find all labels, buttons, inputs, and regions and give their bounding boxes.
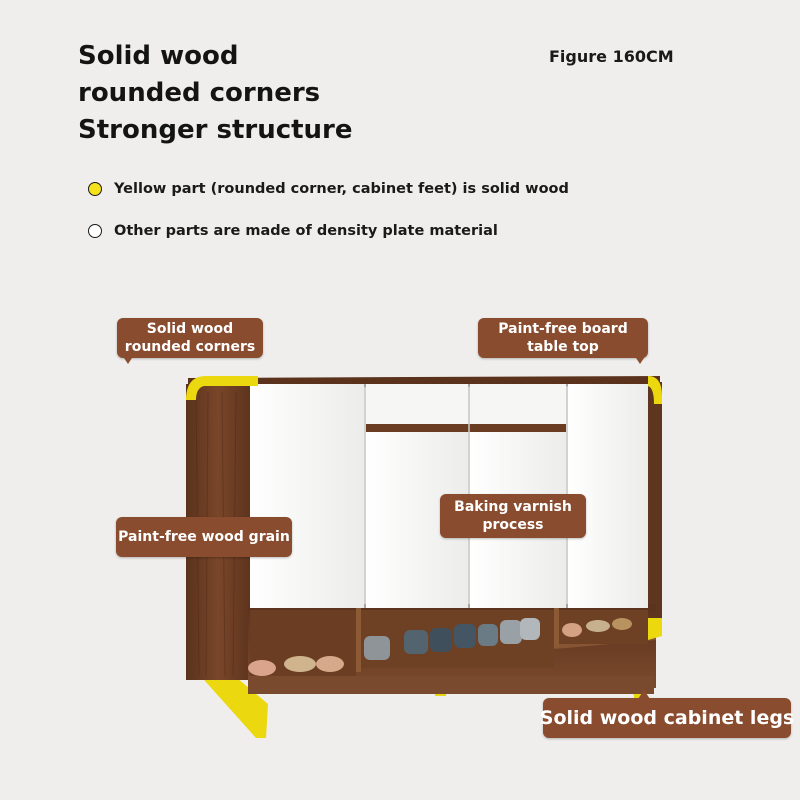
divider-2 xyxy=(554,608,559,648)
yellow-dot-icon xyxy=(88,182,102,196)
callout-pointer-corners xyxy=(122,355,134,364)
callout-table-top: Paint-free board table top xyxy=(478,318,648,358)
legend-text-solid-wood: Yellow part (rounded corner, cabinet fee… xyxy=(114,181,569,197)
callout-pointer-legs xyxy=(638,690,650,699)
door-panel-1 xyxy=(250,384,364,608)
headline-line-1: Solid wood xyxy=(78,41,239,71)
legend-item-density-plate: Other parts are made of density plate ma… xyxy=(88,220,569,242)
shoes xyxy=(248,618,632,676)
callout-table-top-line-2: table top xyxy=(527,339,599,355)
callout-cabinet-legs-line-1: Solid wood cabinet legs xyxy=(539,707,795,729)
callout-rounded-corners: Solid wood rounded corners xyxy=(117,318,263,358)
headline-line-2: rounded corners xyxy=(78,78,321,108)
callout-table-top-line-1: Paint-free board xyxy=(498,321,628,337)
front-leg-left xyxy=(188,662,268,738)
callout-baking-varnish-line-2: process xyxy=(482,517,544,533)
material-legend: Yellow part (rounded corner, cabinet fee… xyxy=(88,178,569,262)
legend-item-solid-wood: Yellow part (rounded corner, cabinet fee… xyxy=(88,178,569,200)
headline: Solid wood rounded corners Stronger stru… xyxy=(78,38,353,149)
callout-baking-varnish-line-1: Baking varnish xyxy=(454,499,572,515)
callout-rounded-corners-line-1: Solid wood xyxy=(146,321,234,337)
drawer-panel-2 xyxy=(470,384,566,424)
corner-top-left xyxy=(186,376,258,400)
white-dot-icon xyxy=(88,224,102,238)
figure-size-label: Figure 160CM xyxy=(549,47,674,66)
cabinet-bottom-board xyxy=(248,676,654,694)
legend-text-density-plate: Other parts are made of density plate ma… xyxy=(114,223,498,239)
callout-pointer-top xyxy=(634,355,646,364)
headline-line-3: Stronger structure xyxy=(78,115,353,145)
callout-wood-grain-line-1: Paint-free wood grain xyxy=(118,529,290,545)
callout-baking-varnish: Baking varnish process xyxy=(440,494,586,538)
divider-1 xyxy=(356,608,361,672)
callout-wood-grain: Paint-free wood grain xyxy=(116,517,292,557)
callout-cabinet-legs: Solid wood cabinet legs xyxy=(539,698,795,738)
callout-rounded-corners-line-2: rounded corners xyxy=(124,339,256,355)
corner-bottom-right xyxy=(648,618,662,640)
drawer-panel-1 xyxy=(366,384,468,424)
drawer-handle-slot xyxy=(366,424,566,432)
corner-top-right xyxy=(648,376,662,404)
cabinet-right-side xyxy=(648,382,662,628)
